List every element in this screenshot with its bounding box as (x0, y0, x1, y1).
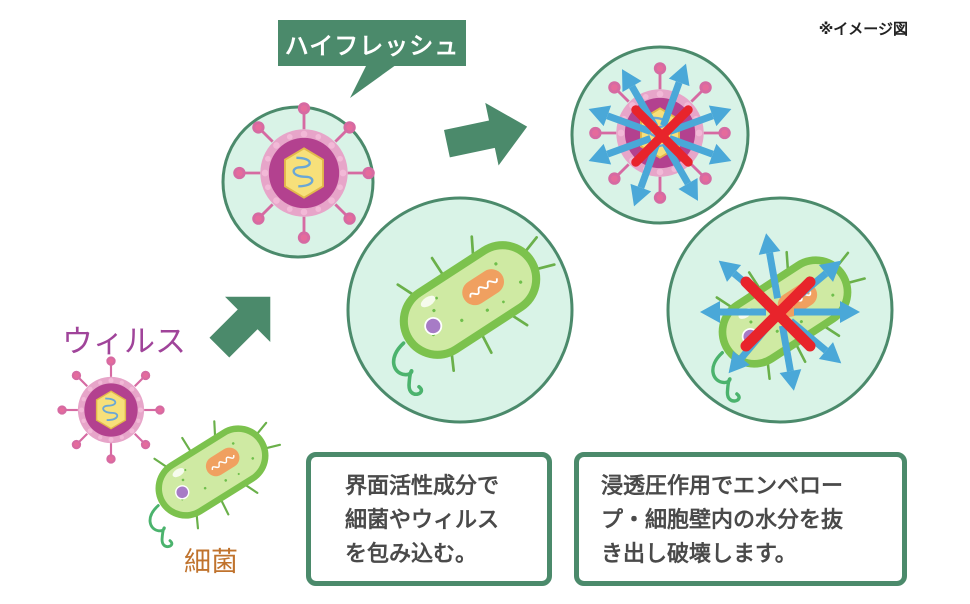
caption-line: 浸透圧作用でエンベロー (601, 474, 844, 499)
speech-tail (350, 62, 400, 98)
image-note: ※イメージ図 (818, 20, 908, 38)
arrow-up-right-icon (209, 296, 271, 358)
bacteria-label: 細菌 (184, 547, 238, 578)
caption-line: 界面活性成分で (345, 474, 500, 499)
bacteria-illustration (119, 394, 299, 554)
surfactant-caption: 界面活性成分で 細菌やウィルス を包み込む。 (306, 452, 552, 586)
virus-illustration (57, 356, 165, 464)
virus-label: ウィルス (62, 324, 186, 360)
caption-line: き出し破壊します。 (601, 542, 797, 567)
arrow-right-icon (444, 102, 528, 166)
brand-label: ハイフレッシュ (278, 20, 466, 66)
bacteria-destroyed-circle (666, 196, 894, 424)
virus-destroyed-circle (570, 45, 750, 225)
caption-line: 細菌やウィルス (345, 508, 500, 533)
bacteria-circle (346, 196, 578, 424)
virus-circle (221, 102, 375, 259)
caption-line: を包み込む。 (345, 542, 478, 567)
caption-line: プ・細胞壁内の水分を抜 (601, 508, 844, 533)
osmosis-caption: 浸透圧作用でエンベロー プ・細胞壁内の水分を抜 き出し破壊します。 (574, 452, 907, 586)
